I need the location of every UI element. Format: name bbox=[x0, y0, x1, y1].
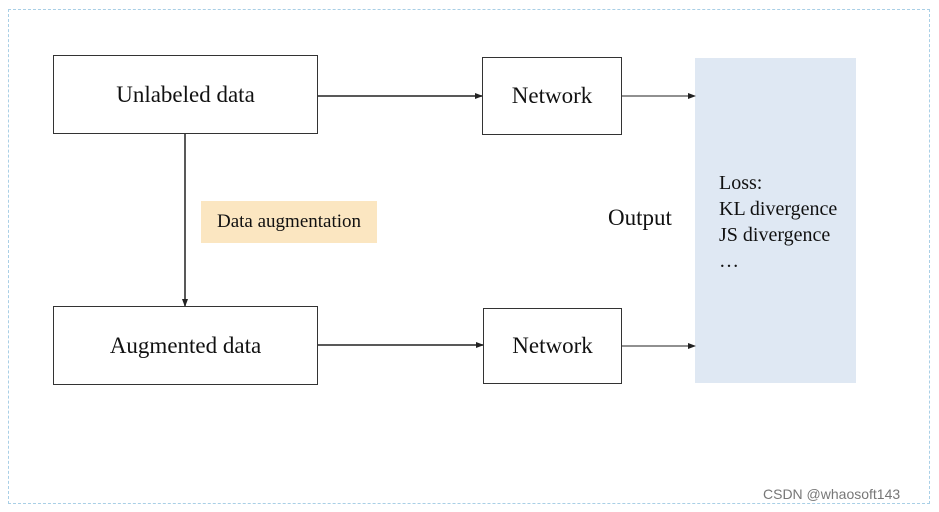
loss-title: Loss: bbox=[719, 172, 763, 194]
output-label: Output bbox=[608, 205, 672, 230]
network-top-box: Network bbox=[482, 57, 622, 135]
network-bottom-label: Network bbox=[512, 333, 593, 358]
network-top-label: Network bbox=[511, 83, 593, 108]
augmented-data-box: Augmented data bbox=[53, 306, 318, 385]
augmented-data-label: Augmented data bbox=[109, 332, 262, 358]
data-augmentation-label: Data augmentation bbox=[201, 201, 377, 243]
loss-item-ellipsis: … bbox=[719, 250, 739, 272]
network-bottom-box: Network bbox=[483, 308, 622, 384]
diagram-frame bbox=[8, 9, 930, 504]
unlabeled-data-label: Unlabeled data bbox=[116, 81, 255, 107]
data-augmentation-text: Data augmentation bbox=[216, 211, 362, 232]
loss-item-js: JS divergence bbox=[719, 224, 831, 246]
loss-panel bbox=[695, 58, 856, 383]
loss-item-kl: KL divergence bbox=[719, 198, 838, 220]
loss-text: Loss: KL divergence JS divergence … bbox=[719, 170, 837, 274]
watermark: CSDN @whaosoft143 bbox=[763, 486, 901, 502]
unlabeled-data-box: Unlabeled data bbox=[53, 55, 318, 134]
